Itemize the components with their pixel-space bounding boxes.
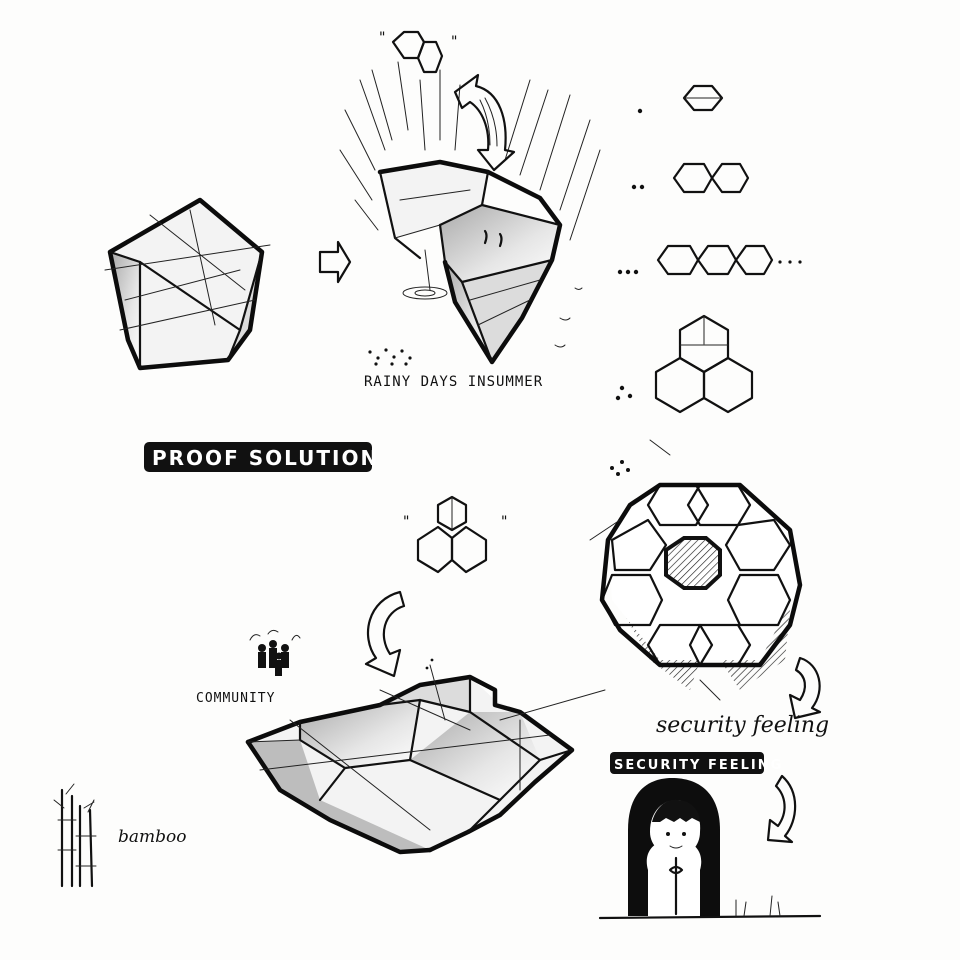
hexagon-ring-sketch: [590, 440, 800, 700]
curved-arrow-down-left-icon: [790, 658, 820, 718]
curved-arrow-down-icon: [455, 75, 514, 170]
hexagon-double: [674, 164, 748, 192]
svg-text:": ": [378, 30, 387, 46]
community-people-icon: [250, 630, 300, 676]
svg-text:": ": [402, 514, 411, 530]
child-in-shelter-sketch: [600, 778, 820, 918]
hexagon-pair-top: " ": [378, 30, 459, 72]
drizzle-dots: [368, 348, 411, 365]
pentagon-prism-sketch: [105, 200, 270, 368]
community-terrain-sketch: [248, 659, 605, 852]
security-feeling-stamp: SECURITY FEELING: [610, 752, 783, 774]
community-label: COMMUNITY: [196, 691, 275, 706]
rainy-days-label-group: RAINY DAYS INSUMMER: [364, 348, 543, 390]
curved-arrow-left-icon: [366, 592, 404, 676]
svg-text:": ": [500, 514, 509, 530]
security-feeling-stamp-label: SECURITY FEELING: [614, 758, 783, 773]
hexagon-cluster-three: [656, 316, 752, 412]
arrow-right-icon: [320, 242, 350, 282]
security-script-label: security feeling: [656, 713, 829, 738]
curved-arrow-down-small-icon: [768, 776, 795, 842]
bamboo-label: bamboo: [118, 827, 187, 847]
rainy-prism-sketch: [380, 162, 582, 362]
rainy-days-label: RAINY DAYS INSUMMER: [364, 374, 543, 390]
proof-solution-stamp: PROOF SOLUTION: [144, 442, 379, 472]
hexagon-triple: [658, 246, 772, 274]
bamboo-sketch: [54, 784, 96, 886]
proof-solution-label: PROOF SOLUTION: [152, 446, 379, 470]
hexagon-sequence: [616, 86, 802, 412]
svg-text:": ": [450, 34, 459, 50]
hexagon-cluster-center: " ": [402, 497, 509, 572]
